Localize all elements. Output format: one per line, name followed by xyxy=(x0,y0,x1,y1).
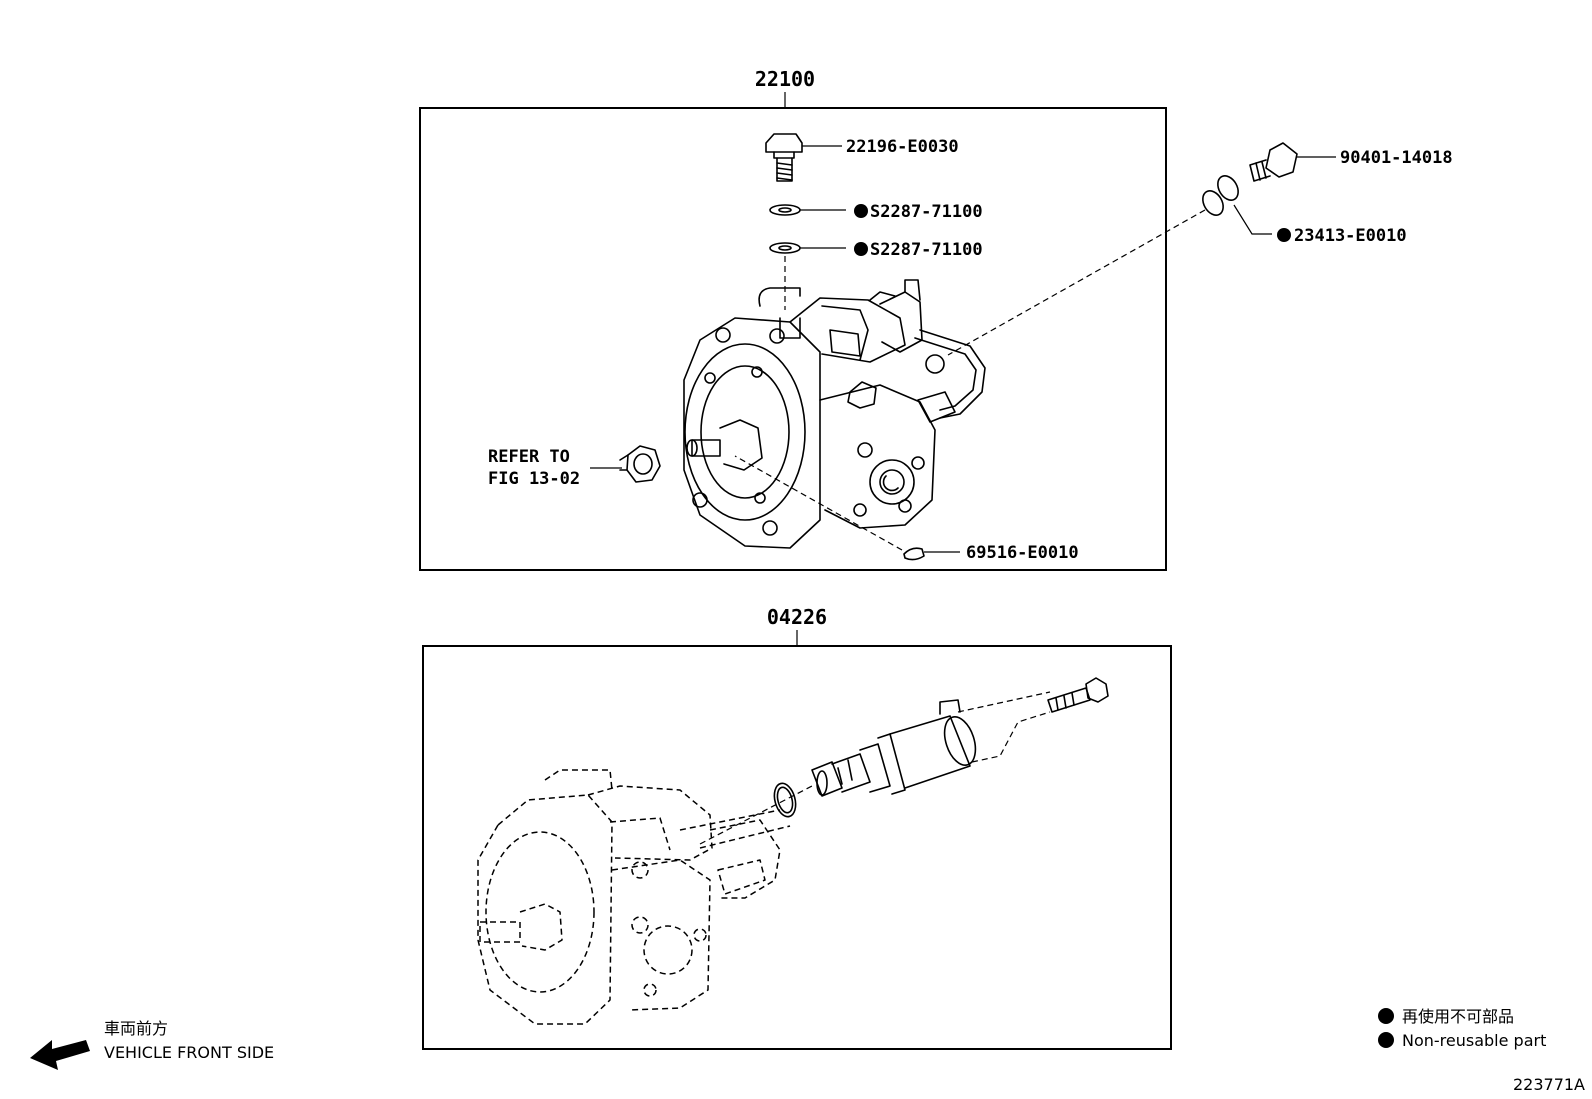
callout-bleeder-plug: 22196-E0030 xyxy=(846,137,959,157)
group-frame-bottom xyxy=(422,645,1172,1050)
union-bolt-part xyxy=(1249,142,1298,182)
group-number-bottom: 04226 xyxy=(767,605,827,629)
non-reusable-dot-gasket-upper xyxy=(854,204,868,218)
group-number-top: 22100 xyxy=(755,67,815,91)
legend-dot-en xyxy=(1378,1032,1394,1048)
callout-woodruff-key: 69516-E0010 xyxy=(966,543,1079,563)
supply-pump-ghost xyxy=(477,769,791,1025)
vehicle-front-japanese: 車両前方 xyxy=(104,1019,168,1038)
vehicle-front-indicator: 車両前方 VEHICLE FRONT SIDE xyxy=(30,1019,274,1070)
non-reusable-dot-gasket-lower xyxy=(854,242,868,256)
figure-id: 223771A xyxy=(1513,1075,1585,1094)
group-04226: 04226 xyxy=(422,605,1172,1050)
legend-english: Non-reusable part xyxy=(1402,1031,1546,1050)
suction-control-valve-part xyxy=(811,699,977,797)
refer-line1: REFER TO xyxy=(488,447,570,467)
bleeder-plug-part xyxy=(765,133,803,182)
callout-union-bolt: 90401-14018 xyxy=(1340,148,1453,168)
valve-bolt-part xyxy=(1047,677,1109,713)
woodruff-key-part xyxy=(903,547,925,561)
gasket-lower-part xyxy=(769,242,801,254)
group-22100: 22100 xyxy=(419,67,1453,571)
vehicle-front-english: VEHICLE FRONT SIDE xyxy=(104,1043,274,1062)
legend-dot-jp xyxy=(1378,1008,1394,1024)
refer-line2: FIG 13-02 xyxy=(488,469,580,489)
callout-union-gasket: 23413-E0010 xyxy=(1294,226,1407,246)
legend: 再使用不可部品 Non-reusable part xyxy=(1378,1007,1546,1050)
drive-nut-part xyxy=(619,445,661,483)
supply-pump-illustration xyxy=(683,279,986,549)
callout-gasket-lower: S2287-71100 xyxy=(870,240,983,260)
o-ring-part xyxy=(773,782,797,818)
legend-japanese: 再使用不可部品 xyxy=(1402,1007,1514,1026)
gasket-upper-part xyxy=(769,204,801,216)
vehicle-front-arrow-icon xyxy=(30,1040,90,1070)
callout-gasket-upper: S2287-71100 xyxy=(870,202,983,222)
non-reusable-dot-union-gasket xyxy=(1277,228,1291,242)
union-gasket-part xyxy=(1202,190,1224,216)
group-frame-top xyxy=(419,107,1167,571)
